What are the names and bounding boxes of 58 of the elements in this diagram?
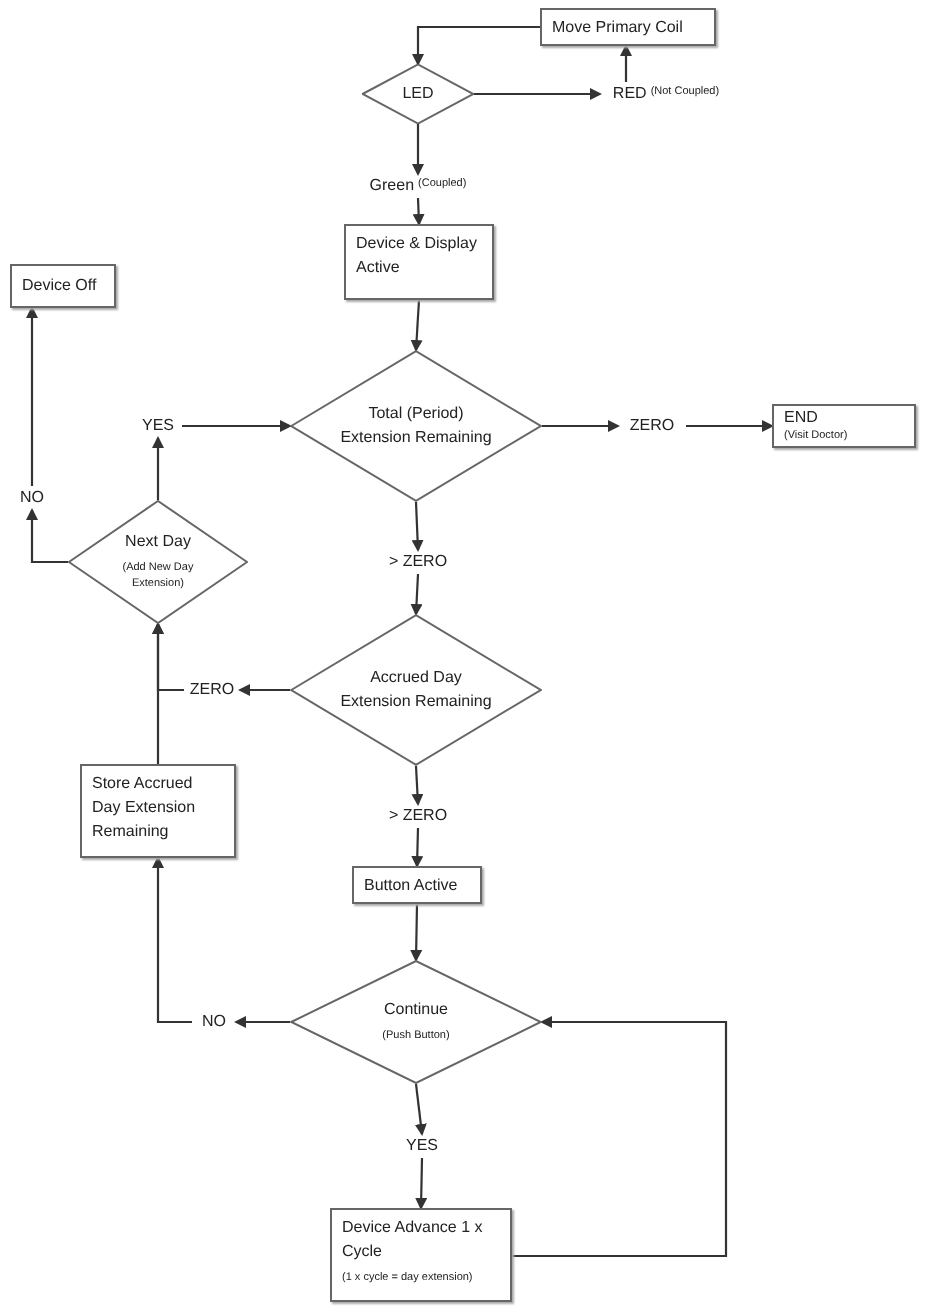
flow-label: Green — [369, 174, 415, 198]
flow-label: > ZERO — [388, 550, 448, 574]
step-text: Move Primary Coil — [552, 15, 683, 39]
arrow — [686, 420, 774, 432]
arrow — [512, 1016, 728, 1258]
step-text: Total (Period) Extension Remaining — [338, 402, 494, 450]
arrow — [26, 306, 38, 486]
step-text: Store Accrued Day Extension Remaining — [92, 772, 198, 844]
flow-label: ZERO — [189, 678, 235, 702]
process-box — [540, 8, 716, 46]
decision-diamond — [290, 614, 542, 766]
step-text: Accrued Day Extension Remaining — [338, 666, 494, 714]
arrow — [411, 765, 424, 806]
arrow — [410, 299, 423, 352]
arrow — [234, 1016, 290, 1028]
step-text: Button Active — [364, 873, 458, 897]
arrow — [474, 88, 602, 100]
step-text: Continue — [383, 998, 449, 1023]
step-text: END — [784, 406, 818, 430]
process-box — [80, 764, 236, 858]
arrow — [411, 501, 424, 552]
process-box — [352, 866, 482, 904]
flow-label: NO — [20, 486, 44, 510]
process-box — [330, 1208, 512, 1302]
decision-diamond — [290, 960, 542, 1084]
step-text: Device Advance 1 x Cycle — [342, 1216, 485, 1264]
arrow — [410, 904, 423, 962]
arrow — [238, 684, 290, 696]
decision-diamond — [290, 350, 542, 502]
arrow — [152, 622, 164, 764]
arrow — [26, 508, 68, 564]
flow-label: RED — [612, 82, 647, 106]
arrow — [152, 856, 192, 1024]
process-box — [10, 264, 116, 308]
step-text: Next Day — [125, 530, 191, 555]
arrow — [414, 1083, 427, 1136]
step-text: Device & Display Active — [356, 232, 479, 280]
step-text: LED — [402, 82, 434, 106]
process-box — [772, 404, 916, 448]
arrow — [415, 1157, 428, 1210]
arrow — [620, 44, 632, 82]
step-text: Device Off — [22, 274, 97, 298]
arrow — [410, 573, 423, 616]
arrow — [412, 197, 425, 226]
flow-label: NO — [202, 1010, 226, 1034]
flow-label: > ZERO — [388, 804, 448, 828]
process-box — [344, 224, 494, 300]
arrow — [542, 420, 620, 432]
decision-diamond — [362, 64, 474, 124]
arrow — [152, 436, 164, 500]
flow-label: YES — [405, 1134, 438, 1158]
flow-label: ZERO — [629, 414, 675, 438]
arrow — [182, 420, 292, 432]
arrow — [411, 827, 424, 868]
arrow — [412, 25, 540, 66]
arrow — [412, 124, 424, 176]
decision-diamond — [68, 500, 248, 624]
flow-label: YES — [141, 414, 174, 438]
